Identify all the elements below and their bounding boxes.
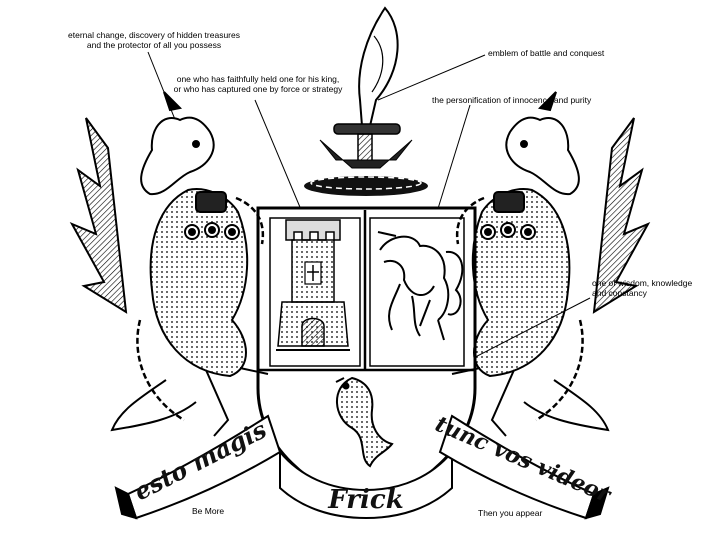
callout-sword: emblem of battle and conquest <box>488 48 668 58</box>
callout-dolphin: one of wisdom, knowledge and constancy <box>592 278 716 298</box>
leader-tower <box>255 100 302 212</box>
right-dragon-supporter <box>452 92 648 436</box>
callout-tower: one who has faithfully held one for his … <box>158 74 358 94</box>
translation-left: Be More <box>192 506 224 516</box>
callout-unicorn: the personification of innocence and pur… <box>432 95 652 105</box>
sword-crest <box>304 8 428 196</box>
left-dragon-supporter <box>72 92 268 436</box>
callout-treasure: eternal change, discovery of hidden trea… <box>44 30 264 50</box>
translation-right: Then you appear <box>478 508 542 518</box>
motto-center: Frick <box>327 485 403 515</box>
